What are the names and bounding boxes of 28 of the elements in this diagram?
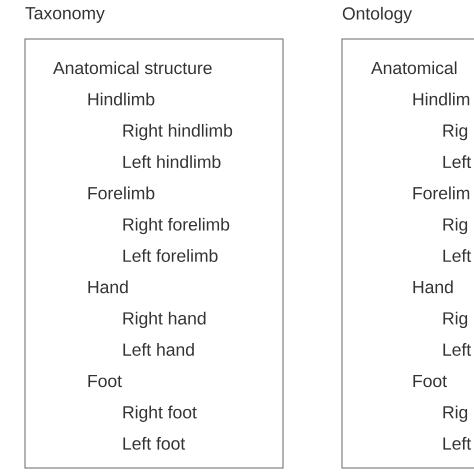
panel-title: Ontology — [342, 6, 412, 24]
tree-item: Left foot — [123, 436, 186, 450]
tree-item: Anatomical — [371, 61, 456, 74]
tree-item: Left — [443, 343, 472, 356]
tree-item: Foot — [88, 374, 122, 388]
tree-item: Foot — [413, 374, 447, 388]
tree-item: Hand — [88, 280, 128, 294]
tree-item: Left — [443, 249, 472, 262]
tree-item: Left hand — [123, 343, 194, 356]
tree-item: Left — [443, 436, 472, 450]
tree-item: Rig — [443, 124, 468, 140]
tree-item: Rig — [443, 406, 468, 422]
tree-item: Left — [443, 155, 472, 168]
tree-item: Right hindlimb — [123, 124, 232, 140]
tree-item: Forelim — [413, 186, 470, 200]
tree-item: Right forelimb — [123, 218, 230, 234]
tree-item: Hindlim — [413, 92, 470, 106]
tree-item: Right foot — [123, 406, 197, 422]
tree-item: Rig — [443, 312, 468, 328]
tree-item: Hand — [413, 280, 453, 294]
tree-item: Right hand — [123, 312, 206, 328]
tree-item: Hindlimb — [88, 92, 154, 106]
tree-item: Rig — [443, 218, 468, 234]
tree-item: Anatomical structure — [53, 61, 212, 74]
panel-title: Taxonomy — [25, 7, 105, 23]
tree-item: Left hindlimb — [123, 155, 220, 168]
tree-item: Forelimb — [88, 186, 154, 200]
tree-item: Left forelimb — [123, 249, 218, 262]
